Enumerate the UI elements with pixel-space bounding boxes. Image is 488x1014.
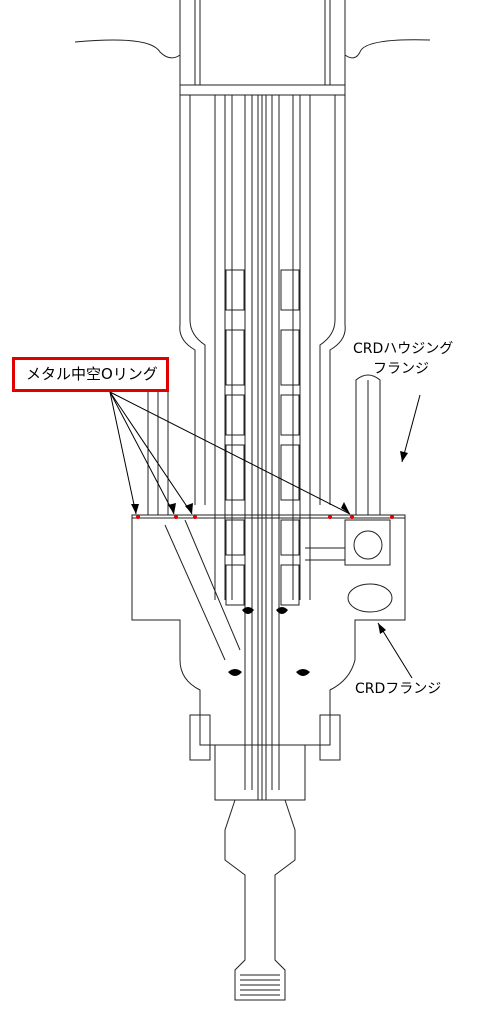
metal-oring-label-box — [12, 357, 169, 392]
mechanism-left — [225, 269, 245, 606]
housing-outer-right — [329, 95, 346, 505]
housing-flange-stud-right — [355, 374, 381, 516]
housing-inner-right — [319, 95, 336, 505]
leader-oring-3 — [109, 391, 193, 515]
flange-port-right — [305, 519, 393, 613]
housing-inner-left — [189, 95, 206, 505]
arrow-oring-4 — [341, 502, 350, 514]
oring-mark-4 — [328, 515, 332, 519]
arrow-oring-3 — [185, 503, 193, 514]
housing-tube-bundle — [179, 0, 346, 96]
seal-left-upper — [242, 607, 254, 614]
leader-oring-2 — [109, 391, 175, 515]
bottom-nozzle — [224, 799, 296, 1001]
arrow-oring-2 — [168, 503, 176, 514]
leader-housing-flange — [401, 394, 421, 463]
crd-flange-label: CRDフランジ — [355, 681, 442, 697]
metal-oring-label: メタル中空Oリング — [26, 365, 158, 383]
vessel-bottom-right-curve — [344, 0, 431, 59]
angled-port — [164, 519, 241, 661]
crd-flange-body — [131, 514, 406, 746]
vessel-bottom-left-curve — [74, 0, 181, 59]
housing-flange-label-line1: CRDハウジング — [353, 341, 454, 357]
leader-oring-4 — [109, 391, 351, 515]
arrow-housing-flange — [400, 451, 408, 462]
oring-mark-3 — [193, 515, 197, 519]
housing-flange-label-line2: フランジ — [373, 361, 429, 377]
leader-oring-1 — [109, 391, 137, 515]
bottom-spud-body — [189, 690, 341, 761]
mechanism-right — [280, 269, 300, 606]
oring-mark-1 — [136, 515, 140, 519]
oring-mark-6 — [390, 515, 394, 519]
arrow-oring-1 — [131, 504, 139, 514]
seal-left — [228, 669, 242, 676]
lower-housing — [214, 745, 306, 801]
housing-outer-left — [179, 95, 196, 505]
oring-mark-2 — [174, 515, 178, 519]
seal-right — [296, 669, 310, 676]
drive-tubes — [214, 95, 311, 800]
seal-right-upper — [276, 607, 288, 614]
housing-flange-stud-left — [147, 374, 169, 516]
arrow-crd-flange — [378, 623, 386, 634]
nozzle-threads — [240, 974, 280, 996]
leader-crd-flange — [377, 622, 413, 679]
oring-mark-5 — [350, 515, 354, 519]
